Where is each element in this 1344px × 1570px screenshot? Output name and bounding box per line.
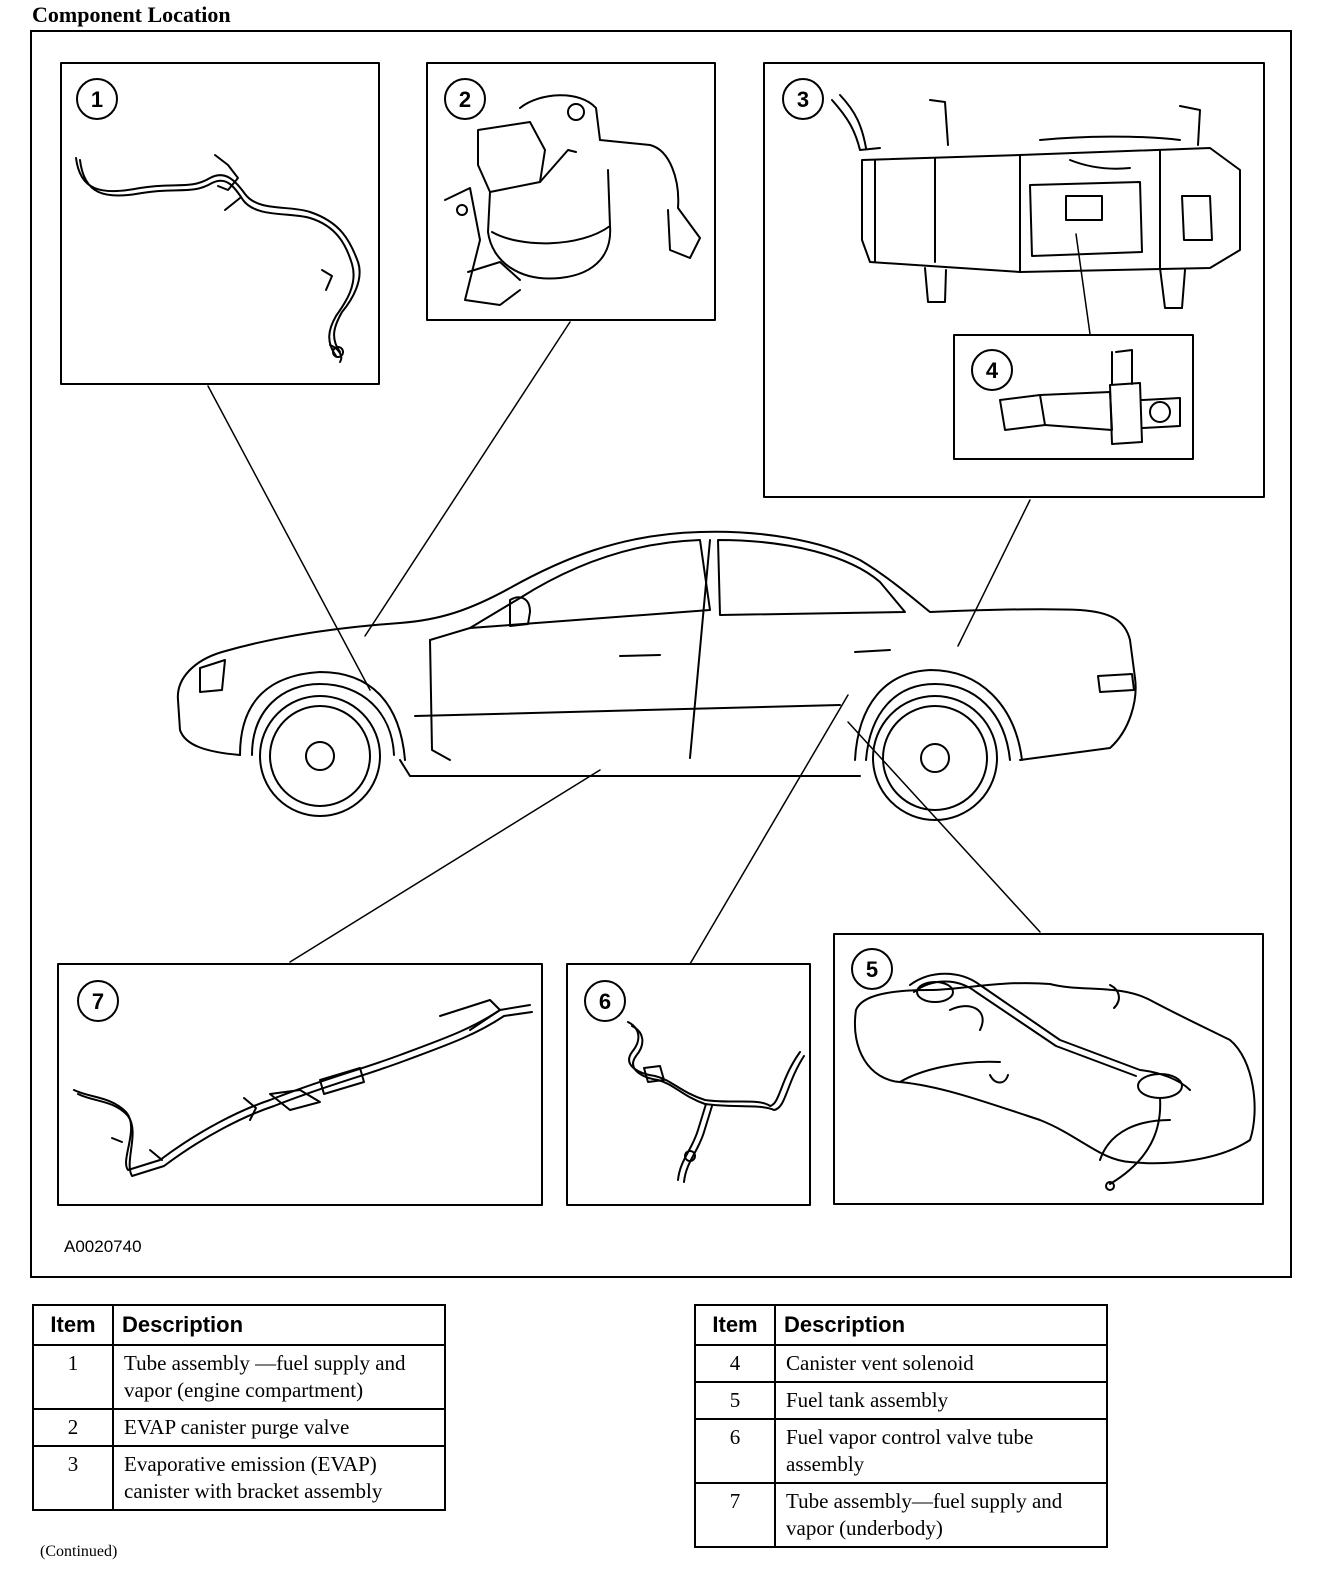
- item-description: Tube assembly —fuel supply and vapor (en…: [112, 1344, 446, 1410]
- item-description: Fuel vapor control valve tube assembly: [774, 1418, 1108, 1484]
- callout-3-icon: [782, 78, 824, 120]
- figure-reference: A0020740: [64, 1237, 142, 1256]
- item-description: Canister vent solenoid: [774, 1344, 1108, 1383]
- table-header: Item Description: [694, 1304, 1108, 1346]
- evap-canister-icon: [831, 94, 1241, 309]
- table-row: 4 Canister vent solenoid: [694, 1344, 1108, 1383]
- callout-2-icon: [444, 78, 486, 120]
- items-table-right: Item Description 4 Canister vent solenoi…: [694, 1304, 1108, 1548]
- item-number: 5: [694, 1381, 776, 1420]
- fuel-tank-icon: [853, 972, 1256, 1191]
- col-item-header: Item: [32, 1304, 114, 1346]
- table-row: 3 Evaporative emission (EVAP) canister w…: [32, 1445, 446, 1511]
- continued-note: (Continued): [40, 1543, 118, 1560]
- table-row: 5 Fuel tank assembly: [694, 1381, 1108, 1420]
- diagram-art: 1 2 3 4 5 6 7: [57, 62, 1265, 1206]
- panel-1: [60, 62, 380, 385]
- callout-5-icon: [851, 948, 893, 990]
- callout-4-icon: [971, 349, 1013, 391]
- item-number: 2: [32, 1408, 114, 1447]
- item-number: 6: [694, 1418, 776, 1484]
- tube-assembly-underbody-icon: [73, 999, 533, 1177]
- item-description: Tube assembly—fuel supply and vapor (und…: [774, 1482, 1108, 1548]
- callout-7-icon: [77, 980, 119, 1022]
- purge-valve-icon: [444, 94, 701, 306]
- car-side-view-icon: [176, 530, 1137, 821]
- vent-solenoid-icon: [999, 349, 1181, 445]
- callout-4-label: 4: [986, 358, 999, 383]
- callout-7-label: 7: [92, 989, 104, 1014]
- leader-lines: [207, 321, 1041, 965]
- callout-6-icon: [584, 980, 626, 1022]
- callout-1-label: 1: [91, 87, 103, 112]
- table-row: 1 Tube assembly —fuel supply and vapor (…: [32, 1344, 446, 1410]
- items-table-left: Item Description 1 Tube assembly —fuel s…: [32, 1304, 446, 1511]
- item-number: 4: [694, 1344, 776, 1383]
- vapor-valve-tube-icon: [627, 1021, 805, 1183]
- table-row: 7 Tube assembly—fuel supply and vapor (u…: [694, 1482, 1108, 1548]
- panel-3: [763, 62, 1265, 498]
- col-description-header: Description: [774, 1304, 1108, 1346]
- callout-1-icon: [76, 78, 118, 120]
- table-row: 6 Fuel vapor control valve tube assembly: [694, 1418, 1108, 1484]
- panel-2: [426, 62, 716, 321]
- panel-6: [566, 963, 811, 1206]
- callout-3-label: 3: [797, 87, 809, 112]
- callout-2-label: 2: [459, 87, 471, 112]
- table-row: 2 EVAP canister purge valve: [32, 1408, 446, 1447]
- col-description-header: Description: [112, 1304, 446, 1346]
- table-header: Item Description: [32, 1304, 446, 1346]
- component-location-figure: [30, 30, 1292, 1278]
- panel-7: [57, 963, 543, 1206]
- item-number: 3: [32, 1445, 114, 1511]
- panel-4: [953, 334, 1194, 460]
- item-description: Fuel tank assembly: [774, 1381, 1108, 1420]
- tube-assembly-engine-icon: [75, 154, 361, 363]
- callout-5-label: 5: [866, 957, 878, 982]
- page-title: Component Location: [32, 2, 231, 27]
- panel-5: [833, 933, 1264, 1205]
- item-number: 1: [32, 1344, 114, 1410]
- item-description: EVAP canister purge valve: [112, 1408, 446, 1447]
- callout-6-label: 6: [599, 989, 611, 1014]
- col-item-header: Item: [694, 1304, 776, 1346]
- item-description: Evaporative emission (EVAP) canister wit…: [112, 1445, 446, 1511]
- item-number: 7: [694, 1482, 776, 1548]
